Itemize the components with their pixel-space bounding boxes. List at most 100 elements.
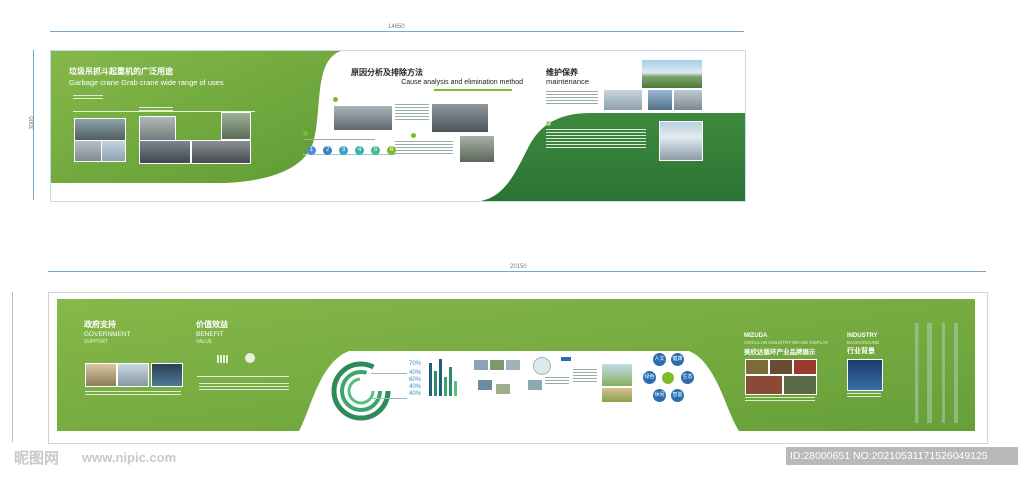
- bottom-width-dimension-label: 20150: [510, 264, 527, 270]
- pct-4: 40%: [409, 384, 422, 390]
- mid-small-mark: [561, 357, 571, 361]
- step-4: 4: [355, 146, 364, 155]
- hex-center: [662, 372, 674, 384]
- section3-text-1: [546, 91, 598, 106]
- value-title-en2: VALUE: [196, 339, 213, 345]
- bar-graphic-3: [439, 359, 442, 396]
- diagram-photo-4: [477, 379, 493, 391]
- section1-photo-4: [139, 116, 176, 142]
- bar-graphic-2: [434, 371, 437, 396]
- section3-text-2: [546, 129, 646, 150]
- section2-photo-3: [459, 135, 495, 163]
- step-3: 3: [339, 146, 348, 155]
- brand-photo-2: [769, 359, 793, 375]
- section1-title-en: Garbage crane Grab crane wide range of u…: [69, 78, 224, 87]
- gov-photo-1: [85, 363, 117, 387]
- brand-title-en1: MIZUDA: [744, 333, 768, 339]
- section2-bullet-1: [333, 97, 338, 102]
- city-skyline-graphic: [909, 323, 969, 423]
- section1-title-cn: 垃圾吊抓斗起重机的广泛用途: [69, 67, 173, 76]
- nipic-url: www.nipic.com: [82, 450, 177, 465]
- section2-text-1: [395, 104, 429, 122]
- gov-photo-3: [151, 363, 183, 387]
- value-title-cn: 价值效益: [196, 320, 228, 329]
- pct-2: 40%: [409, 370, 422, 376]
- section3-photo-5: [659, 121, 703, 161]
- section3-photo-4: [673, 89, 703, 111]
- brand-photo-1: [745, 359, 769, 375]
- mid-text: [573, 369, 597, 384]
- top-height-dimension-label: 3000: [29, 116, 36, 130]
- steps-track: [303, 154, 395, 155]
- ring-connector: [371, 373, 407, 399]
- pct-3: 60%: [409, 377, 422, 383]
- gov-text: [85, 391, 181, 397]
- value-timeline: [197, 376, 289, 377]
- section3-photo-1: [641, 59, 703, 89]
- gov-title-en1: GOVERNMENT: [84, 331, 131, 338]
- step-2: 2: [323, 146, 332, 155]
- industry-title-en2: BACKGROUND: [847, 340, 880, 345]
- section1-divider: [73, 111, 255, 112]
- section2-bullet-2: [303, 131, 308, 136]
- brand-text: [745, 397, 815, 403]
- step-5: 5: [371, 146, 380, 155]
- bottom-height-dimension-line: [12, 292, 13, 442]
- hex-3: 绿色: [643, 371, 656, 384]
- section3-photo-2: [603, 89, 643, 111]
- section3-bullet: [546, 121, 551, 126]
- section2-title-en: Cause analysis and elimination method: [401, 79, 523, 86]
- section1-photo-7: [191, 140, 251, 164]
- industry-text: [847, 393, 881, 399]
- gov-title-cn: 政府支持: [84, 320, 116, 329]
- hex-1: 人文: [653, 353, 666, 366]
- top-height-dimension-line: [33, 50, 34, 200]
- section1-photo-6: [221, 112, 251, 140]
- ring-chart-icon: [331, 361, 391, 421]
- section2-title-cn: 原因分析及排除方法: [351, 68, 423, 77]
- diagram-photo-5: [495, 383, 511, 395]
- bottom-display-board: 政府支持 GOVERNMENT SUPPORT 价值效益 BENEFIT VAL…: [48, 292, 988, 444]
- id-bar: [786, 447, 1018, 465]
- section1-photo-2: [74, 140, 103, 162]
- bar-graphic-4: [444, 377, 447, 396]
- section1-photo-3: [101, 140, 126, 162]
- hex-2: 健康: [671, 353, 684, 366]
- hex-4: 生态: [681, 371, 694, 384]
- brand-photo-4: [745, 375, 783, 395]
- diagram-photo-2: [489, 359, 505, 371]
- top-width-dimension-line: [50, 31, 744, 32]
- hex-5: 休闲: [653, 389, 666, 402]
- section2-accent-line: [434, 89, 512, 91]
- section3-photo-3: [647, 89, 673, 111]
- pct-5: 40%: [409, 391, 422, 397]
- value-text: [199, 383, 289, 392]
- brand-photo-3: [793, 359, 817, 375]
- bar-graphic-1: [429, 363, 432, 396]
- section1-photo-1: [74, 118, 126, 142]
- industry-title-en1: INDUSTRY: [847, 333, 878, 339]
- bar-graphic-5: [449, 367, 452, 396]
- top-width-dimension-label: 14650: [388, 24, 405, 30]
- gov-title-en2: SUPPORT: [84, 339, 109, 345]
- diagram-text: [545, 377, 569, 386]
- brand-title-cn: 美欣达循环产业品牌展示: [744, 348, 816, 356]
- bar-graphic-6: [454, 381, 457, 396]
- mid-photo-1: [601, 363, 633, 387]
- diagram-photo-3: [505, 359, 521, 371]
- section2-photo-1: [333, 105, 393, 131]
- value-title-en1: BENEFIT: [196, 331, 224, 338]
- mid-photo-2: [601, 387, 633, 403]
- section1-text-block-2: [139, 107, 173, 113]
- section2-bullet-3: [411, 133, 416, 138]
- step-1: 1: [307, 146, 316, 155]
- brand-photo-5: [783, 375, 817, 395]
- hex-6: 智能: [671, 389, 684, 402]
- top-display-board: 垃圾吊抓斗起重机的广泛用途 Garbage crane Grab crane w…: [50, 50, 746, 202]
- pct-1: 70%: [409, 361, 422, 367]
- step-6: 6: [387, 146, 396, 155]
- section3-title-cn: 维护保养: [546, 68, 578, 77]
- diagram-photo-6: [527, 379, 543, 391]
- gov-photo-2: [117, 363, 149, 387]
- bottom-width-dimension-line: [48, 271, 986, 272]
